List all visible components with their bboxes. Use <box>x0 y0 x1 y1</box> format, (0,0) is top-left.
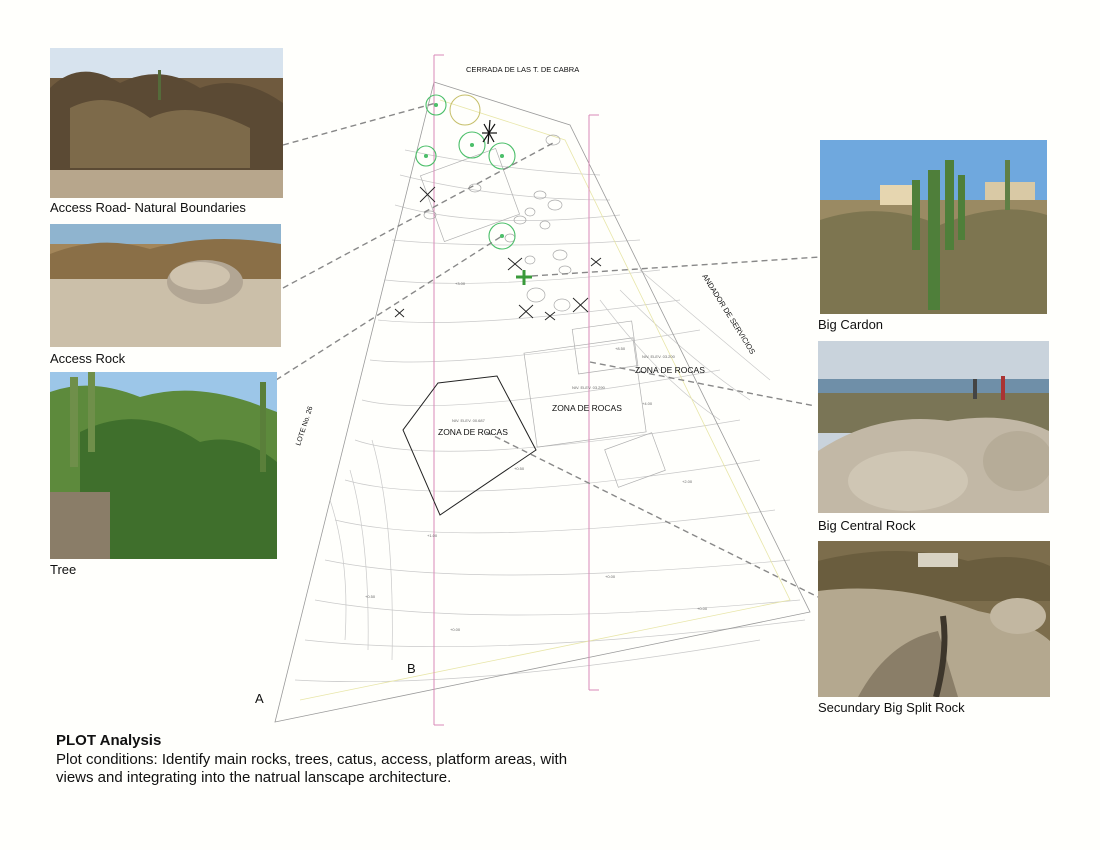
access-road-caption: Access Road- Natural Boundaries <box>50 200 246 215</box>
access-rock-photo <box>50 224 281 347</box>
elevation-marks: NIV. ELEV. 00.687 NIV. ELEV. 03.290 NIV.… <box>365 281 708 632</box>
svg-text:+3.00: +3.00 <box>455 281 466 286</box>
small-rocks <box>423 134 572 312</box>
svg-text:+4.00: +4.00 <box>642 401 653 406</box>
shrub-symbol <box>482 119 497 145</box>
big-central-rock-caption: Big Central Rock <box>818 518 916 533</box>
svg-text:NIV. ELEV. 03.290: NIV. ELEV. 03.290 <box>572 385 606 390</box>
svg-text:+2.00: +2.00 <box>682 479 693 484</box>
section-marker-b: B <box>407 661 416 676</box>
contour-lines <box>294 149 806 683</box>
svg-text:+0.00: +0.00 <box>697 606 708 611</box>
big-central-rock-photo <box>818 341 1049 513</box>
platform-outlines <box>419 147 666 488</box>
plot-analysis-block: PLOT Analysis Plot conditions: Identify … <box>56 732 616 787</box>
access-road-photo <box>50 48 283 198</box>
cactus-marks <box>394 186 602 321</box>
setback-line <box>299 99 791 701</box>
svg-text:+0.00: +0.00 <box>605 574 616 579</box>
rock-zone-label: ZONA DE ROCAS <box>438 427 508 437</box>
analysis-body: Plot conditions: Identify main rocks, tr… <box>56 751 568 786</box>
svg-text:NIV. ELEV. 00.687: NIV. ELEV. 00.687 <box>452 418 486 423</box>
split-rock-caption: Secundary Big Split Rock <box>818 700 965 715</box>
tree-photo <box>50 372 277 559</box>
rock-zone-outline <box>402 375 537 516</box>
svg-text:+8.50: +8.50 <box>615 346 626 351</box>
svg-text:+1.00: +1.00 <box>427 533 438 538</box>
rock-zone-label: ZONA DE ROCAS <box>635 365 705 375</box>
leader-lines <box>275 102 821 598</box>
svg-text:NIV. ELEV. 03.200: NIV. ELEV. 03.200 <box>642 354 676 359</box>
section-axes <box>433 54 599 726</box>
service-path-label: ANDADOR DE SERVICIOS <box>700 272 757 355</box>
big-cardon-photo <box>820 140 1047 314</box>
access-rock-caption: Access Rock <box>50 351 126 366</box>
cardon-marker <box>516 270 532 285</box>
tree-symbols <box>415 94 516 250</box>
big-cardon-caption: Big Cardon <box>818 317 884 332</box>
svg-text:+0.50: +0.50 <box>514 466 525 471</box>
plot-boundary <box>274 81 811 723</box>
street-label: CERRADA DE LAS T. DE CABRA <box>466 65 579 74</box>
section-marker-a: A <box>255 691 264 706</box>
palm-tree-symbol <box>449 94 481 126</box>
split-rock-photo <box>818 541 1050 697</box>
tree-caption: Tree <box>50 562 77 577</box>
svg-text:+0.50: +0.50 <box>365 594 376 599</box>
rock-zone-label: ZONA DE ROCAS <box>552 403 622 413</box>
svg-text:+0.00: +0.00 <box>450 627 461 632</box>
analysis-title: PLOT Analysis <box>56 732 162 749</box>
lot-label: LOTE No. 26 <box>295 406 314 447</box>
